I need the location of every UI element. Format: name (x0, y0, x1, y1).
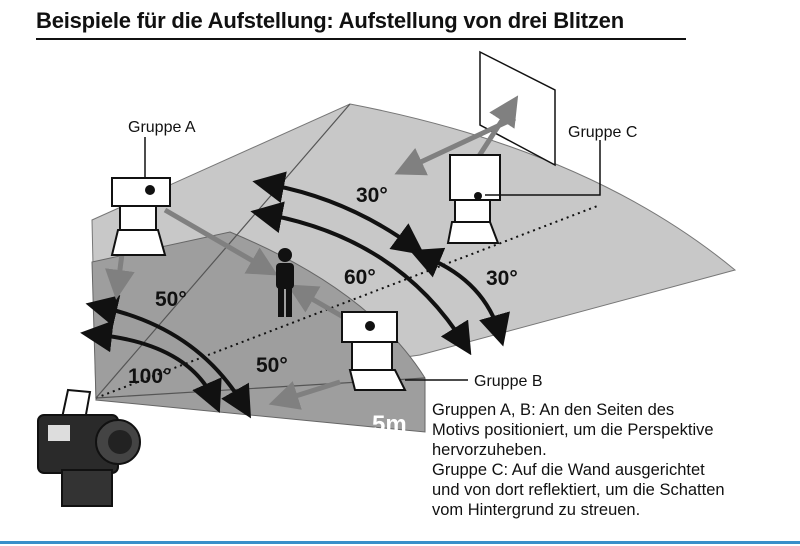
angle-label-a-inner: 50° (155, 288, 187, 311)
light-arrow-wall-reflect (394, 115, 517, 176)
camera-icon (37, 388, 141, 507)
description-line: Motivs positioniert, um die Perspektive (432, 421, 714, 439)
description-line: und von dort reflektiert, um die Schatte… (432, 481, 725, 499)
bottom-accent-rule (0, 541, 800, 544)
light-arrow-b-left (268, 379, 341, 410)
description-line: vom Hintergrund zu streuen. (432, 501, 641, 519)
angle-label-b: 50° (256, 354, 288, 377)
description-line: Gruppen A, B: An den Seiten des (432, 401, 675, 419)
flash-c-icon (446, 154, 501, 244)
page-title: Beispiele für die Aufstellung: Aufstellu… (36, 8, 624, 33)
flash-b-icon (341, 311, 407, 391)
angle-label-a-outer: 100° (128, 365, 171, 388)
group-b-label: Gruppe B (474, 373, 542, 390)
angle-arc-c-outer (409, 247, 510, 347)
group-c-label: Gruppe C (568, 124, 637, 141)
angle-arc-a-outer (80, 320, 222, 413)
title-underline (36, 38, 686, 40)
distance-label-far: 10m (600, 309, 648, 336)
flash-a-icon (110, 177, 171, 256)
angle-label-c-inner: 30° (356, 184, 388, 207)
description-line: hervorzuheben. (432, 441, 547, 459)
light-arrow-a-subject (163, 207, 278, 276)
distance-label-near: 5m (372, 411, 407, 438)
subject-person-icon (276, 248, 294, 317)
leader-line-group-c (485, 140, 601, 196)
light-arrow-b-subject (287, 284, 347, 321)
description-line: Gruppe C: Auf die Wand ausgerichtet (432, 461, 705, 479)
angle-label-c-middle: 60° (344, 266, 376, 289)
description-text: Gruppen A, B: An den Seiten des Motivs p… (432, 400, 792, 520)
angle-label-c-outer: 30° (486, 267, 518, 290)
group-a-label: Gruppe A (128, 119, 196, 136)
